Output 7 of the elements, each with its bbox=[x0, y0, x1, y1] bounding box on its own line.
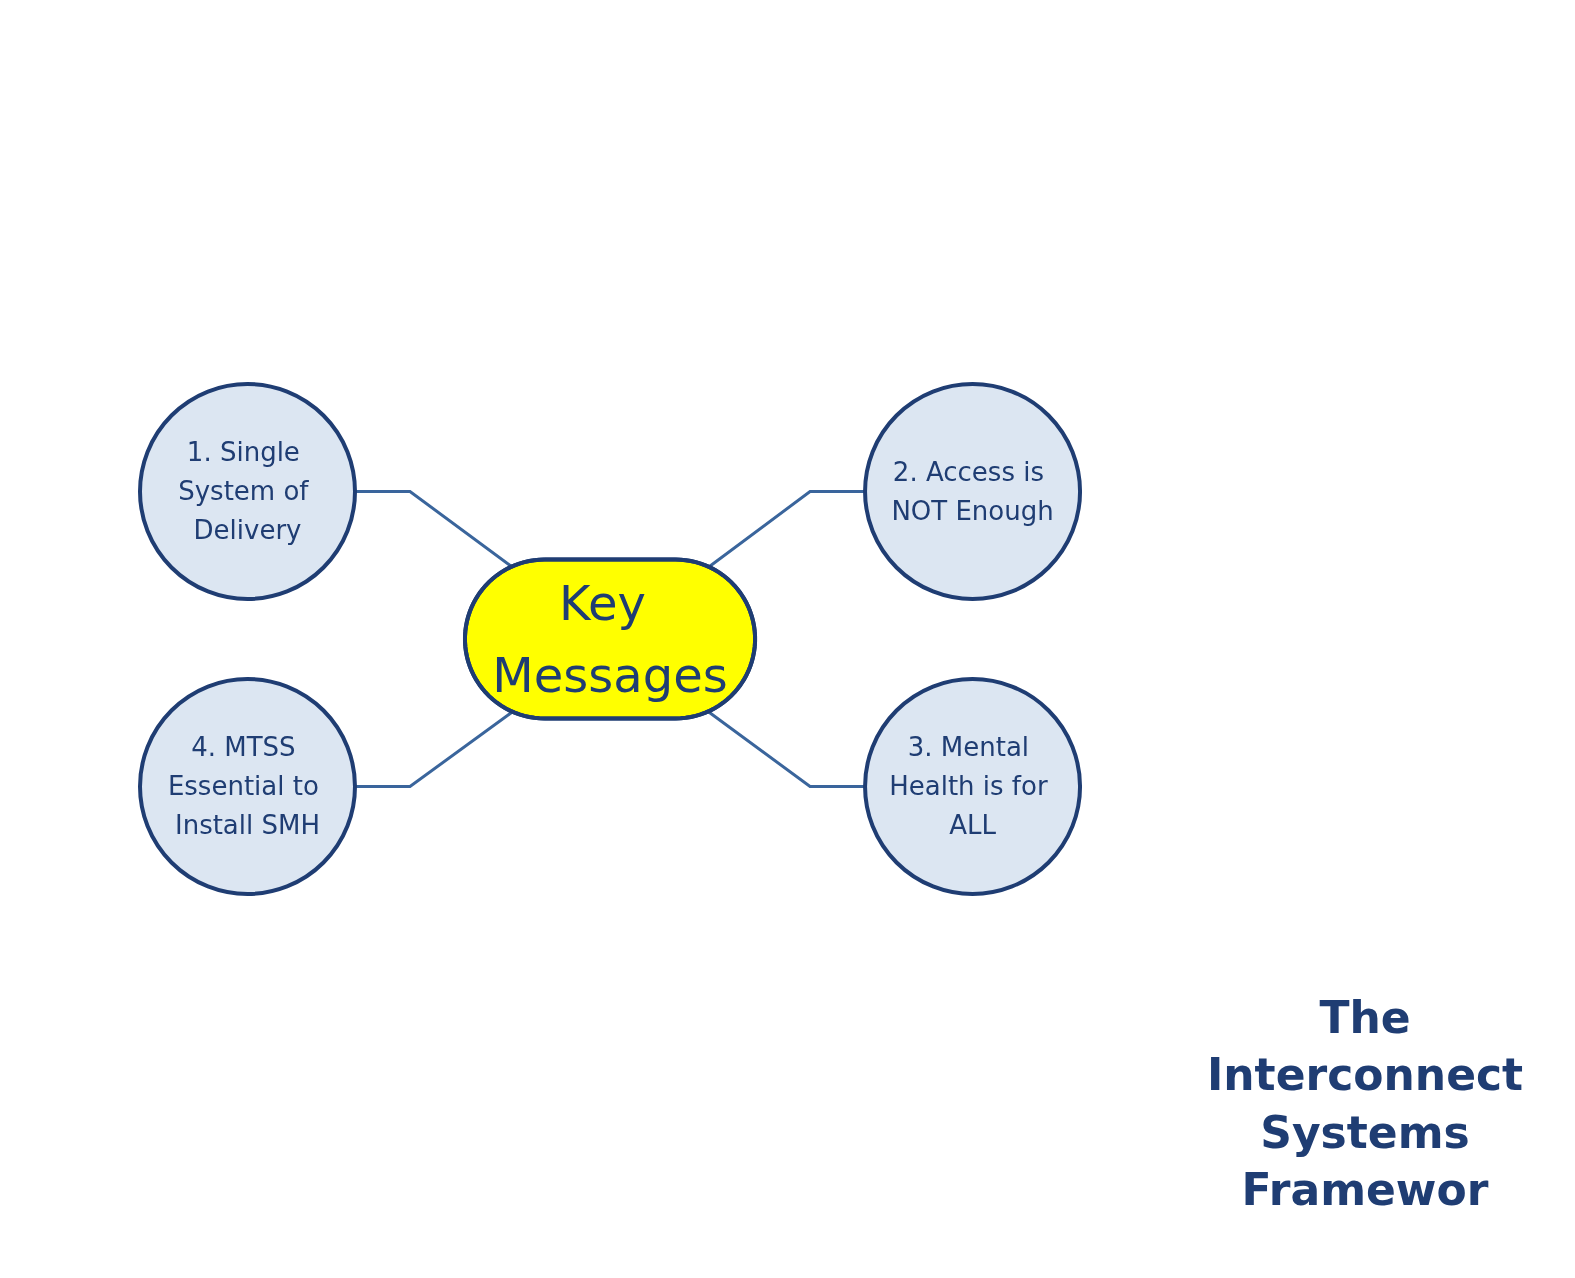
connector bbox=[707, 490, 865, 569]
diagram-title: The Interconnect Systems Framewor bbox=[1205, 991, 1525, 1217]
node-circle: 3. Mental Health is for ALL bbox=[863, 677, 1082, 896]
node-circle: 4. MTSS Essential to Install SMH bbox=[137, 677, 357, 896]
connector bbox=[707, 710, 865, 788]
node-circle: 2. Access is NOT Enough bbox=[863, 382, 1082, 601]
node-circle: 1. Single System of Delivery bbox=[137, 382, 357, 601]
